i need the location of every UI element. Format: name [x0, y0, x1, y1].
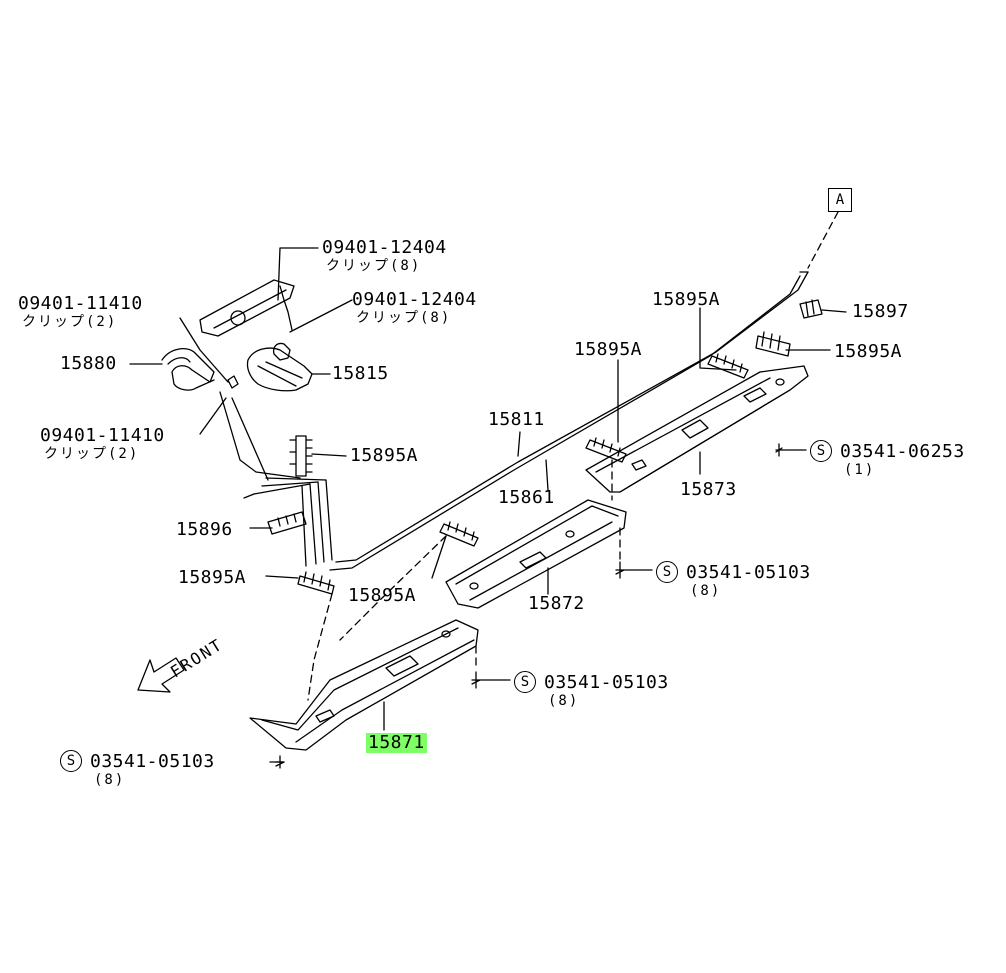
panel-15871 [249, 619, 479, 751]
pipe-15811 [335, 271, 809, 563]
part-number-15871[interactable]: 15871 [366, 732, 427, 753]
screw-symbol-05103-b: S [514, 671, 536, 693]
part-qty-03541-06253: (1) [844, 462, 876, 478]
part-number-09401-12404-top: 09401-12404 [322, 237, 447, 258]
part-number-03541-05103-a: 03541-05103 [686, 562, 811, 583]
part-number-15897: 15897 [852, 301, 909, 322]
screw-icon-06253 [775, 443, 783, 457]
clip-15897 [799, 299, 823, 319]
screw-symbol-05103-a: S [656, 561, 678, 583]
pipe-bundle-left [301, 479, 333, 567]
clip-15895a-top-center [707, 353, 749, 379]
part-desc-09401-11410-low: クリップ(2) [44, 446, 140, 462]
part-number-15895a-top-center: 15895A [652, 289, 721, 310]
part-number-15895a-center-lower: 15895A [348, 585, 417, 606]
part-number-15895a-mid: 15895A [574, 339, 643, 360]
part-number-03541-05103-b: 03541-05103 [544, 672, 669, 693]
part-number-15872: 15872 [528, 593, 585, 614]
panel-15872 [445, 499, 627, 609]
front-arrow-icon [137, 657, 185, 693]
part-number-09401-12404-mid: 09401-12404 [352, 289, 477, 310]
part-desc-09401-12404-top: クリップ(8) [326, 258, 422, 274]
part-number-09401-11410-low: 09401-11410 [40, 425, 165, 446]
part-qty-03541-05103-b: (8) [548, 693, 580, 709]
screw-icon-05103-a [615, 561, 625, 579]
part-number-15895a-left-lower: 15895A [178, 567, 247, 588]
clip-15895a-center-lower [439, 521, 479, 547]
screw-symbol-05103-c: S [60, 750, 82, 772]
part-desc-09401-11410-top: クリップ(2) [22, 314, 118, 330]
part-number-03541-05103-c: 03541-05103 [90, 751, 215, 772]
callout-ref-box: A [828, 188, 852, 212]
leader-line-a [807, 211, 839, 269]
hose-15815 [246, 347, 313, 392]
part-qty-03541-05103-c: (8) [94, 772, 126, 788]
clip-15895a-left-lower [297, 571, 335, 595]
part-number-15861: 15861 [498, 487, 555, 508]
part-number-15873: 15873 [680, 479, 737, 500]
clip-15895a-right [755, 331, 791, 357]
part-qty-03541-05103-a: (8) [690, 583, 722, 599]
junction-block [199, 279, 295, 389]
part-desc-09401-12404-mid: クリップ(8) [356, 310, 452, 326]
panel-15873 [585, 365, 809, 493]
part-number-15896: 15896 [176, 519, 233, 540]
pipe-15861 [329, 275, 801, 571]
part-number-03541-06253: 03541-06253 [840, 441, 965, 462]
hose-15880 [161, 348, 215, 391]
part-number-15811: 15811 [488, 409, 545, 430]
screw-symbol-06253: S [810, 440, 832, 462]
clip-15895a-mid [585, 437, 627, 463]
part-number-15895a-right: 15895A [834, 341, 903, 362]
clip-15896 [267, 511, 307, 535]
screw-icon-05103-b [471, 671, 481, 689]
part-number-09401-11410-top: 09401-11410 [18, 293, 143, 314]
part-number-15880: 15880 [60, 353, 117, 374]
clip-15895a-left-upper [289, 435, 313, 477]
part-number-15815: 15815 [332, 363, 389, 384]
part-number-15895a-left-upper: 15895A [350, 445, 419, 466]
